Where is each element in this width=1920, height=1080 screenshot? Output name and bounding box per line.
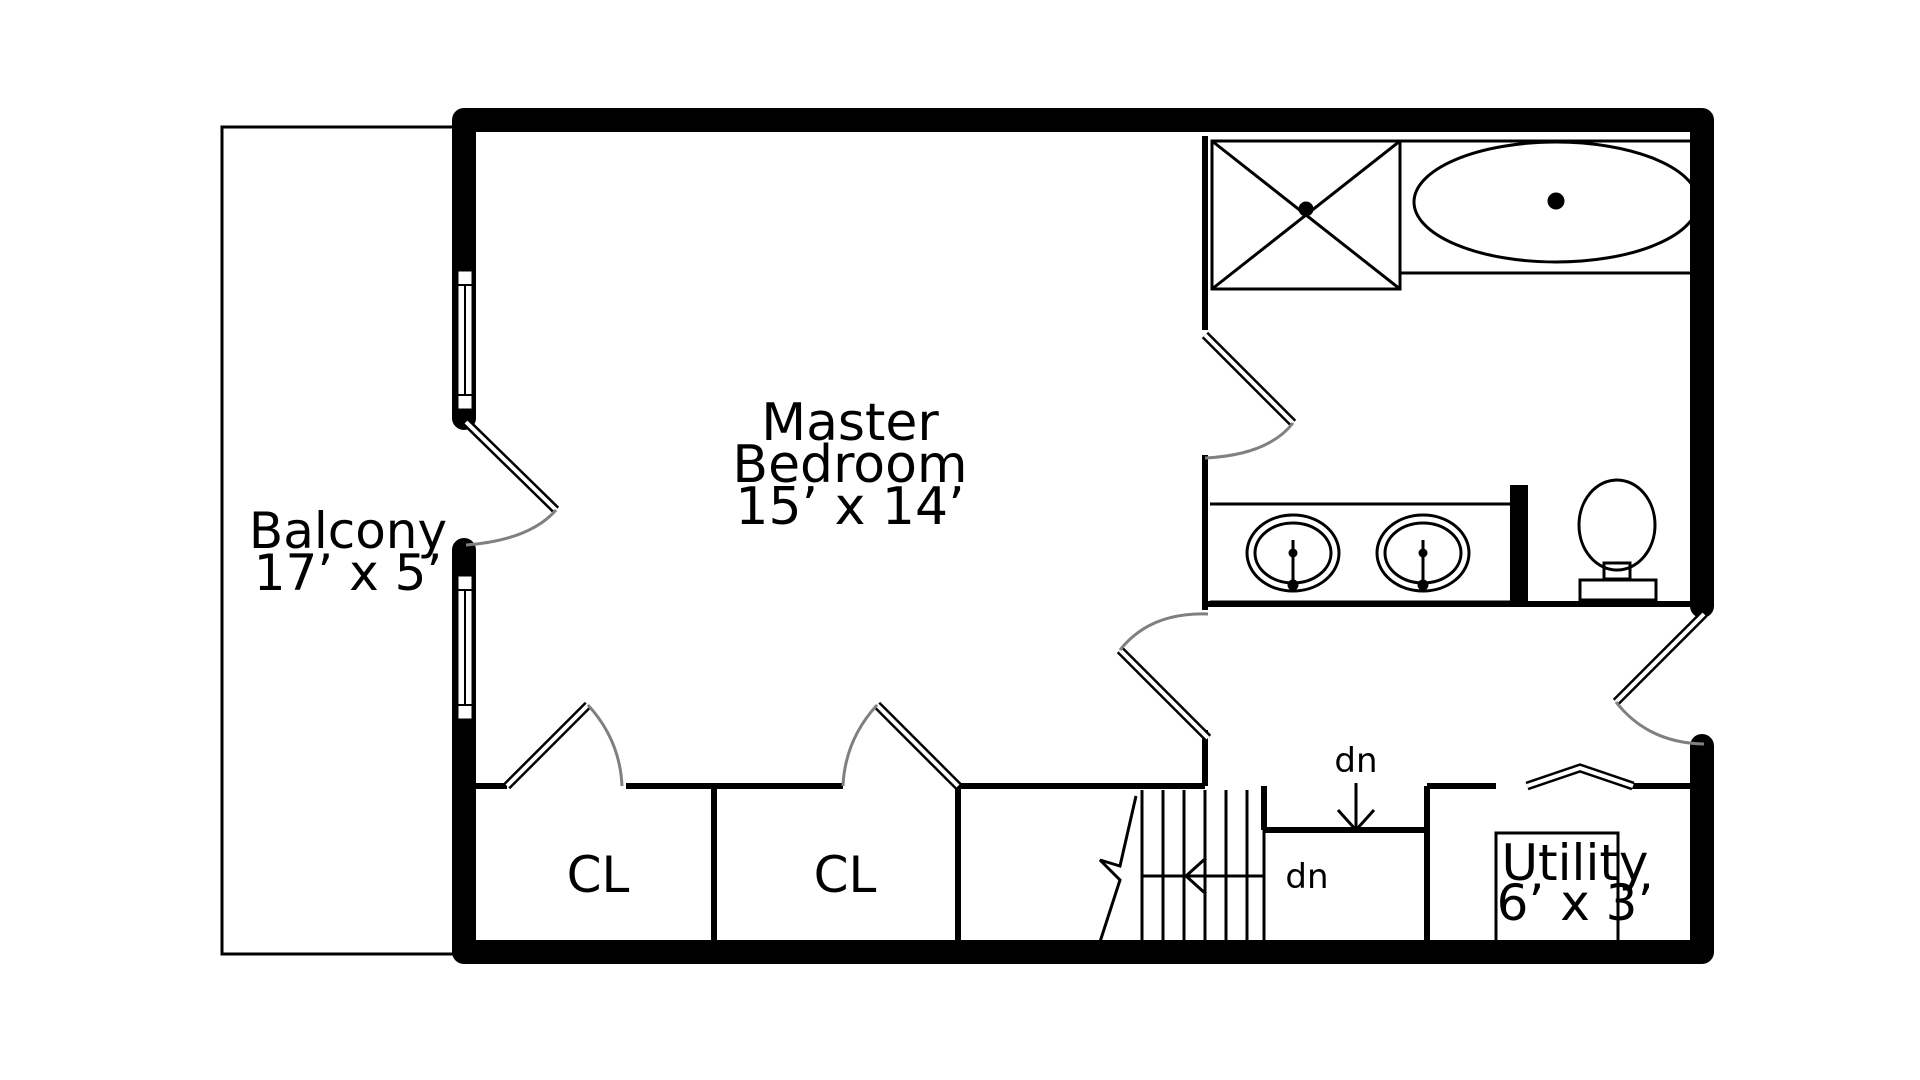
utility-appliance [1494, 831, 1620, 948]
hall-door [1116, 612, 1212, 742]
vanity-counter [1210, 502, 1519, 604]
toilet-icon [1577, 478, 1658, 602]
stair-arrow-icon [1183, 856, 1264, 896]
balcony-size: 17’ x 5’ [254, 544, 443, 602]
closet-right-label: CL [814, 846, 877, 904]
stair-down-label-upper: dn [1334, 741, 1377, 781]
master-bedroom-size: 15’ x 14’ [735, 477, 964, 537]
shower-icon [1210, 139, 1402, 291]
stair-down-label-lower: dn [1285, 857, 1328, 897]
bathtub-icon [1398, 139, 1700, 275]
utility-bifold-door [1525, 763, 1635, 791]
exterior-door-right [1612, 610, 1708, 746]
closet-left-label: CL [567, 846, 630, 904]
master-bedroom-name-line1: Master [761, 393, 939, 453]
stair-arrow-icon [1336, 783, 1376, 833]
window-icon [455, 573, 475, 722]
sink-icon [1375, 513, 1471, 593]
closet-door-right [841, 701, 962, 790]
bathroom-door [1201, 331, 1297, 460]
balcony-name: Balcony [249, 502, 447, 560]
sink-icon [1245, 513, 1341, 593]
balcony-door [462, 418, 560, 547]
balcony [220, 125, 462, 956]
utility-size: 6’ x 3’ [1497, 874, 1654, 932]
window-icon [455, 268, 475, 412]
break-line-icon [1096, 795, 1138, 949]
closet-door-left [503, 701, 624, 790]
staircase [1140, 790, 1266, 946]
master-bedroom-name-line2: Bedroom [732, 435, 967, 495]
utility-name: Utility [1501, 834, 1648, 892]
